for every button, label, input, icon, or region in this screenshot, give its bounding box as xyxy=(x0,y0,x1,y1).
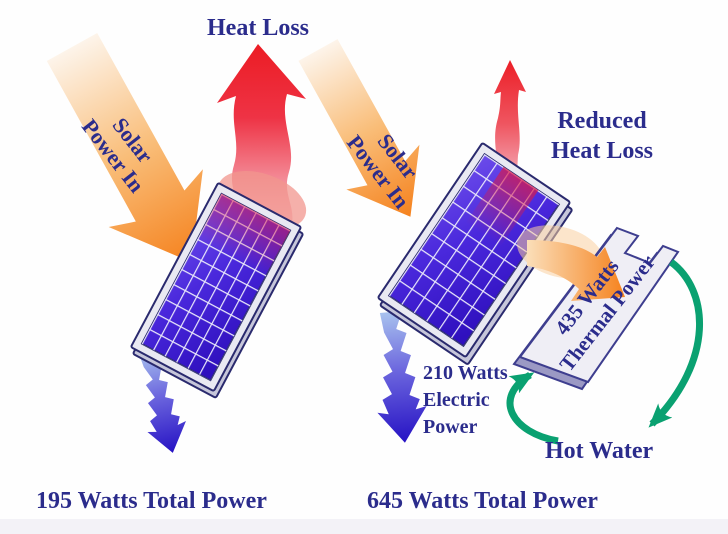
reduced-heat-loss-arrow xyxy=(494,60,526,174)
hot-water-arrow-left xyxy=(506,372,559,445)
electric-power-line2: Electric xyxy=(423,389,490,411)
bottom-strip xyxy=(0,519,728,534)
thermal-power-arrow xyxy=(527,240,625,301)
heat-loss-label: Heat Loss xyxy=(207,15,309,41)
solar-panel-left xyxy=(130,182,304,399)
thermal-collector xyxy=(512,226,680,391)
hot-water-label: Hot Water xyxy=(545,438,654,464)
reduced-heat-loss-line2: Heat Loss xyxy=(551,138,653,164)
electric-power-line3: Power xyxy=(423,416,478,438)
hot-water-arrow-right xyxy=(648,259,704,428)
reduced-heat-loss-line1: Reduced xyxy=(557,108,647,134)
total-power-label-left: 195 Watts Total Power xyxy=(36,488,267,514)
solar-panel-right xyxy=(377,142,573,365)
total-power-label-right: 645 Watts Total Power xyxy=(367,488,598,514)
electric-power-line1: 210 Watts xyxy=(423,362,508,384)
reduced-heat-loss-label: Reduced Heat Loss xyxy=(543,106,661,166)
electric-power-label: 210 Watts Electric Power xyxy=(423,360,508,441)
